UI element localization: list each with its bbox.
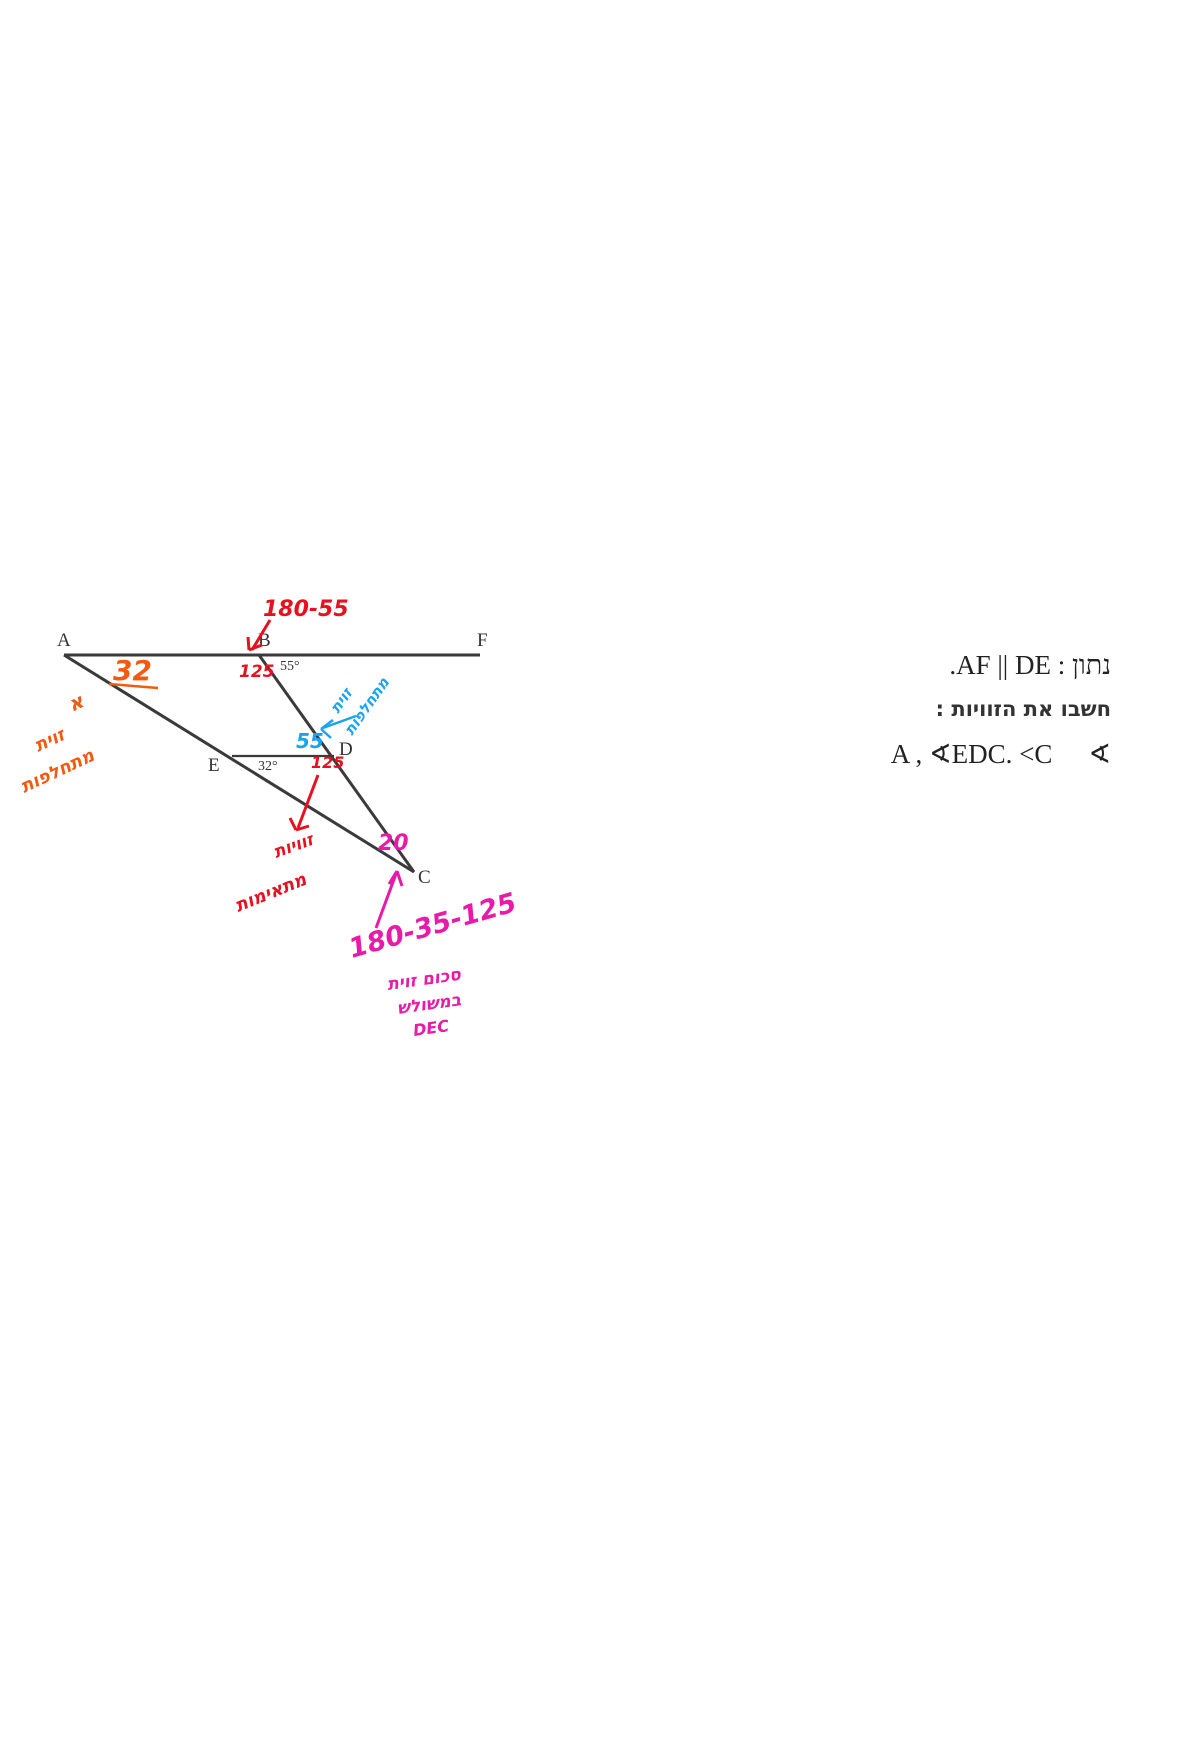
angle-e-32: 32° bbox=[258, 759, 278, 774]
pink-calc: 180-35-125 bbox=[345, 887, 520, 964]
given-line: נתון : AF || DE. bbox=[949, 650, 1111, 680]
blue-55: 55 bbox=[296, 729, 324, 753]
pink-20: 20 bbox=[378, 831, 409, 856]
orange-underline bbox=[108, 682, 159, 690]
pink-annotations: 20 180-35-125 סכום זוית במשולש DEC bbox=[345, 831, 520, 1040]
pink-note-2: במשולש bbox=[396, 990, 463, 1019]
blue-arrow-head bbox=[320, 719, 334, 739]
orange-note-3: מתחלפות bbox=[17, 745, 98, 798]
red-arrow-d bbox=[296, 774, 320, 829]
red-note-line2: מתאימות bbox=[232, 869, 311, 917]
red-125-b: 125 bbox=[239, 662, 275, 682]
red-note-line1: זוויות bbox=[271, 829, 317, 862]
angle-b-55: 55° bbox=[280, 659, 300, 674]
red-125-d: 125 bbox=[311, 753, 344, 772]
angles-a-edc: ∢A , ∢EDC. bbox=[890, 739, 1111, 769]
problem-text: נתון : AF || DE. חשבו את הזוויות : ∢A , … bbox=[781, 650, 1111, 770]
angle-c-handwritten: <C bbox=[1019, 739, 1053, 769]
red-180-55: 180-55 bbox=[263, 597, 349, 622]
pink-arrow bbox=[374, 873, 398, 929]
line-ac bbox=[63, 653, 415, 874]
orange-32: 32 bbox=[113, 654, 152, 687]
label-c: C bbox=[418, 867, 431, 888]
label-d: D bbox=[339, 739, 353, 760]
blue-arrow bbox=[322, 714, 357, 730]
orange-note-1: א bbox=[64, 688, 88, 716]
label-e: E bbox=[208, 755, 220, 776]
pink-arrow-head bbox=[387, 870, 404, 887]
pink-note-3: DEC bbox=[412, 1016, 451, 1040]
figure-lines bbox=[63, 653, 480, 874]
label-f: F bbox=[477, 630, 488, 651]
red-arrow-b-head bbox=[246, 636, 263, 652]
orange-annotations: 32 א זוית מתחלפות bbox=[17, 654, 159, 798]
angles-line: ∢A , ∢EDC. <C bbox=[781, 739, 1111, 770]
label-a: A bbox=[57, 630, 71, 651]
instruction-line: חשבו את הזוויות : bbox=[935, 697, 1111, 721]
line-bc bbox=[257, 654, 416, 873]
red-arrow-d-head bbox=[288, 817, 310, 832]
orange-note-2: זוית bbox=[31, 724, 70, 757]
label-b: B bbox=[258, 630, 271, 651]
red-arrow-b bbox=[250, 619, 272, 651]
